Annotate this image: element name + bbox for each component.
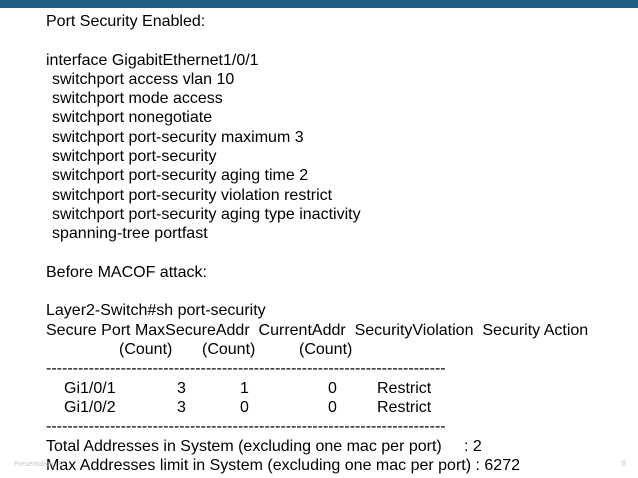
footer-presentation-id: Presentation_ID [14,461,65,468]
subheader-count: (Count) [202,341,256,359]
config-line: switchport mode access [52,90,223,108]
header-secure-port: Secure Port [46,321,131,339]
separator-line: ----------------------------------------… [46,360,446,378]
config-line: switchport port-security maximum 3 [52,128,304,146]
table-row: Gi1/0/1 3 1 0 Restrict [46,379,631,398]
cell-max: 3 [177,379,186,397]
top-accent-bar [0,0,638,8]
header-current-addr: CurrentAddr [258,321,346,339]
subheader-count: (Count) [299,341,353,359]
blank-line [46,244,631,263]
cell-port: Gi1/0/1 [64,379,116,397]
blank-line [46,282,631,301]
table-subheader: (Count) (Count) (Count) [46,340,631,359]
header-security-violation: SecurityViolation [354,321,474,339]
cell-action: Restrict [377,379,432,397]
config-line: switchport port-security aging type inac… [52,205,361,223]
max-addresses-line: Max Addresses limit in System (excluding… [46,456,520,474]
interface-line: interface GigabitEthernet1/0/1 [46,51,259,69]
subheader-count: (Count) [119,341,173,359]
slide-content: Port Security Enabled: interface Gigabit… [46,12,631,475]
config-line: switchport access vlan 10 [52,70,235,88]
page-number: 8 [621,459,626,468]
cell-port: Gi1/0/2 [64,398,116,416]
cell-current: 0 [240,398,249,416]
table-header: Secure Port MaxSecureAddr CurrentAddr Se… [46,321,631,340]
slide-heading: Port Security Enabled: [46,13,206,30]
header-max-secure-addr: MaxSecureAddr [134,321,250,339]
blank-line [46,31,631,50]
command-line: Layer2-Switch#sh port-security [46,302,266,320]
separator-line: ----------------------------------------… [46,418,446,436]
config-line: switchport port-security [52,148,217,166]
cell-current: 1 [240,379,249,397]
config-line: switchport nonegotiate [52,109,213,127]
cell-violation: 0 [328,398,337,416]
config-line: switchport port-security aging time 2 [52,167,309,185]
config-line: switchport port-security violation restr… [52,186,333,204]
before-attack-heading: Before MACOF attack: [46,263,207,281]
header-security-action: Security Action [482,321,589,339]
config-line: spanning-tree portfast [52,225,208,243]
cell-action: Restrict [377,398,432,416]
table-row: Gi1/0/2 3 0 0 Restrict [46,398,631,417]
total-addresses-line: Total Addresses in System (excluding one… [46,437,482,455]
cell-violation: 0 [328,379,337,397]
cell-max: 3 [177,398,186,416]
